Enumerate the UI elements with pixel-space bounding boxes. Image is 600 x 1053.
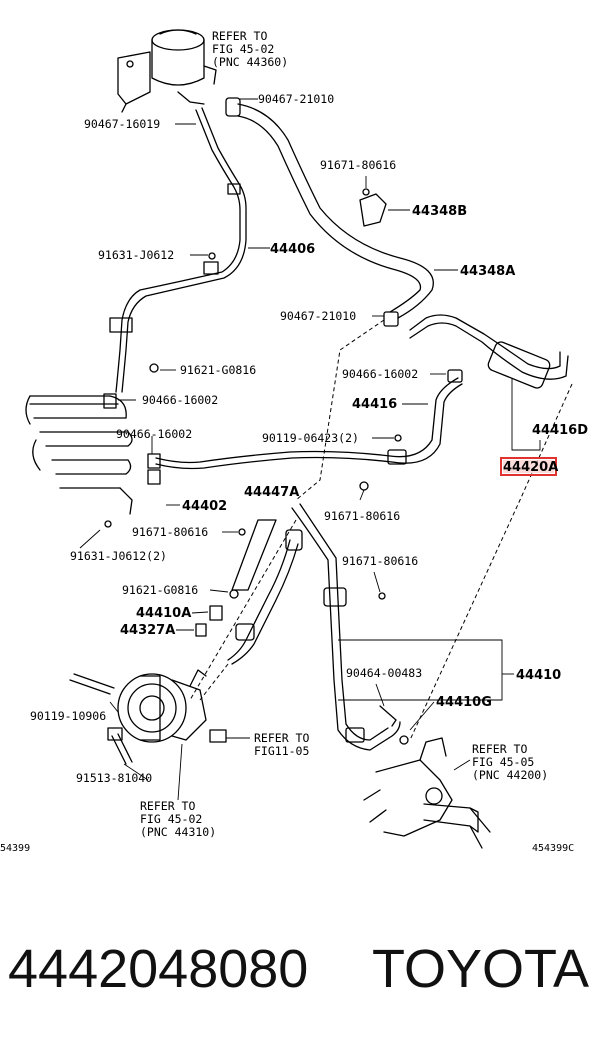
- bracket-44348B: [359, 193, 387, 227]
- oring-44410G: [399, 735, 409, 745]
- label-44348A: 44348A: [460, 264, 515, 279]
- pump-drawing: [117, 669, 207, 743]
- clip-90464: [379, 705, 397, 727]
- label-refer-reservoir-1: REFER TO: [212, 29, 267, 43]
- label-44447A: 44447A: [244, 485, 299, 500]
- label-91631-J0612: 91631-J0612: [98, 248, 174, 262]
- brand-name: TOYOTA: [372, 939, 590, 999]
- bolt-head-91513: [107, 727, 123, 741]
- label-90119-10906: 90119-10906: [30, 709, 106, 723]
- label-44416: 44416: [352, 397, 397, 412]
- label-91631-J0612-2: 91631-J0612(2): [70, 549, 167, 563]
- label-44410A: 44410A: [136, 606, 191, 621]
- bolt-91631-a: [208, 252, 216, 260]
- label-44348B: 44348B: [412, 204, 467, 219]
- label-91671-80616-b: 91671-80616: [324, 509, 400, 523]
- reference-lines: [189, 319, 573, 741]
- steering-gear-drawing: [363, 737, 491, 849]
- bolt-91671-a: [362, 188, 370, 196]
- label-91671-80616-c: 91671-80616: [132, 525, 208, 539]
- bolt-90119-10906: [69, 673, 115, 695]
- label-90464-00483: 90464-00483: [346, 666, 422, 680]
- label-refer-pump-2: FIG 45-02: [140, 812, 202, 826]
- clamp-90467-a: [225, 97, 241, 117]
- label-refer-pump-1: REFER TO: [140, 799, 195, 813]
- label-refer-gear-3: (PNC 44200): [472, 768, 548, 782]
- label-91671-80616-a: 91671-80616: [320, 158, 396, 172]
- label-90467-16019: 90467-16019: [84, 117, 160, 131]
- diagram-svg: REFER TO FIG 45-02 (PNC 44360) 90467-210…: [0, 29, 588, 854]
- highlight-fill: [503, 460, 554, 473]
- hose-44348A: [237, 103, 434, 319]
- label-90119-06423: 90119-06423(2): [262, 431, 359, 445]
- bolt-90119-06423: [394, 434, 402, 442]
- bolt-91621-b: [229, 589, 239, 599]
- label-refer-fig11-1: REFER TO: [254, 731, 309, 745]
- highlight-44420A: [500, 457, 557, 476]
- line-44416: [155, 369, 463, 470]
- bolt-91671-c: [238, 528, 246, 536]
- label-90466-16002-c: 90466-16002: [116, 427, 192, 441]
- label-44402: 44402: [182, 499, 227, 514]
- label-44420A: 44420A: [503, 460, 558, 475]
- label-refer-gear-1: REFER TO: [472, 742, 527, 756]
- label-refer-reservoir-3: (PNC 44360): [212, 55, 288, 69]
- label-44416D: 44416D: [532, 423, 588, 438]
- label-code-left: 54399: [0, 843, 30, 854]
- label-refer-fig11-2: FIG11-05: [254, 744, 309, 758]
- label-91621-G0816-a: 91621-G0816: [180, 363, 256, 377]
- label-90466-16002-a: 90466-16002: [142, 393, 218, 407]
- bolt-91631-b: [104, 520, 112, 528]
- part-number: 4442048080: [8, 939, 309, 999]
- hose-44416D: [383, 311, 569, 389]
- footer: 4442048080 TOYOTA: [0, 930, 600, 1010]
- bolt-91621-a: [149, 363, 159, 373]
- label-91513-81040: 91513-81040: [76, 771, 152, 785]
- fitting-fig11: [209, 729, 227, 743]
- line-44406: [109, 107, 247, 393]
- label-44327A: 44327A: [120, 623, 175, 638]
- tube-44410: [291, 503, 401, 751]
- label-44406: 44406: [270, 242, 315, 257]
- label-refer-gear-2: FIG 45-05: [472, 755, 534, 769]
- label-refer-pump-3: (PNC 44310): [140, 825, 216, 839]
- label-44410: 44410: [516, 668, 561, 683]
- label-90467-21010-b: 90467-21010: [280, 309, 356, 323]
- fitting-44410A: [209, 605, 223, 621]
- label-90466-16002-b: 90466-16002: [342, 367, 418, 381]
- bolt-91671-b: [359, 481, 369, 491]
- label-90467-21010-a: 90467-21010: [258, 92, 334, 106]
- bolt-91513-81040: [111, 733, 133, 765]
- label-91671-80616-d: 91671-80616: [342, 554, 418, 568]
- leader-lines: [79, 98, 541, 801]
- label-91621-G0816-b: 91621-G0816: [122, 583, 198, 597]
- label-44410G: 44410G: [436, 695, 492, 710]
- label-code-right: 454399C: [532, 843, 574, 854]
- hose-44410A: [227, 519, 303, 665]
- fitting-44327A: [195, 623, 207, 637]
- label-refer-reservoir-2: FIG 45-02: [212, 42, 274, 56]
- bolt-91671-d: [378, 592, 386, 600]
- cooler-44402: [25, 393, 161, 515]
- reservoir-drawing: [117, 29, 217, 113]
